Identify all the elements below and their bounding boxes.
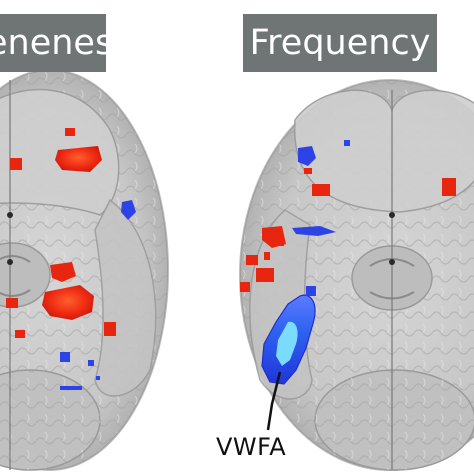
- left-panel-label: eneness: [0, 14, 106, 72]
- right-panel-label-text: Frequency: [249, 23, 431, 63]
- vwfa-annotation-label: VWFA: [216, 433, 287, 461]
- right-panel-label: Frequency: [243, 14, 437, 72]
- left-brain-slice: [0, 69, 169, 471]
- left-panel-label-text: eneness: [0, 23, 106, 63]
- right-brain-slice: [239, 79, 474, 471]
